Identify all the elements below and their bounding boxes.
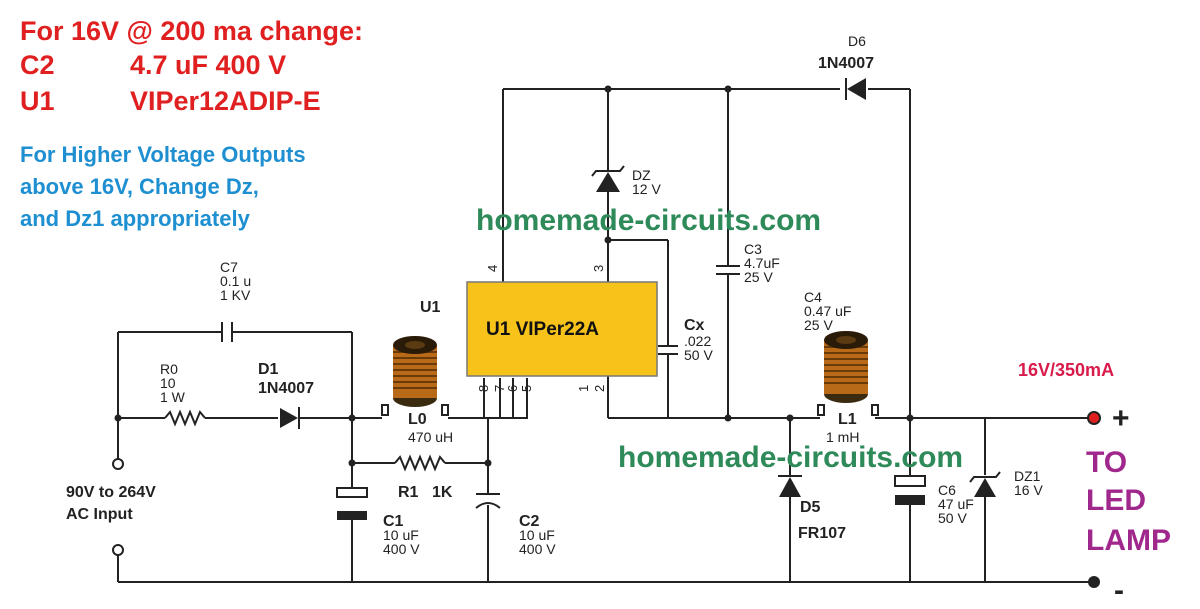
ic-pin-2: 2 — [592, 385, 607, 392]
d5-ref: D5 — [800, 499, 821, 516]
ic-pin-4: 4 — [485, 265, 500, 272]
capacitor-c4-label: C4 0.47 uF 25 V — [804, 289, 851, 333]
output-rating: 16V/350mA — [1018, 360, 1114, 380]
cx-ref: Cx — [684, 317, 705, 334]
output-to: TO — [1086, 446, 1127, 479]
input-type: AC Input — [66, 506, 133, 523]
diode-d1: D1 1N4007 — [258, 361, 314, 429]
capacitor-c3: C3 4.7uF 25 V — [716, 241, 780, 285]
c2-voltage: 400 V — [519, 541, 556, 557]
wires — [117, 88, 1090, 583]
c6-ref: C6 — [938, 482, 956, 498]
ic-pin-3: 3 — [591, 265, 606, 272]
c7-value: 0.1 u — [220, 273, 251, 289]
capacitor-cx: Cx .022 50 V — [658, 317, 713, 363]
capacitor-c6: C6 47 uF 50 V — [894, 475, 974, 526]
header-c2-value: 4.7 uF 400 V — [130, 50, 286, 80]
c7-ref: C7 — [220, 259, 238, 275]
diode-d6: D6 1N4007 — [818, 33, 874, 100]
l0-value: 470 uH — [408, 429, 453, 445]
c1-value: 10 uF — [383, 527, 419, 543]
junction-dots — [114, 85, 914, 467]
output-plus: + — [1112, 402, 1130, 435]
input-voltage-range: 90V to 264V — [66, 484, 156, 501]
c1-voltage: 400 V — [383, 541, 420, 557]
d6-ref: D6 — [848, 33, 866, 49]
l0-ref: L0 — [408, 411, 427, 428]
c2-ref: C2 — [519, 513, 540, 530]
inductor-l1: L1 1 mH — [817, 331, 879, 445]
d6-part: 1N4007 — [818, 55, 874, 72]
ic-pin-6: 6 — [505, 385, 520, 392]
capacitor-c1: C1 10 uF 400 V — [336, 487, 420, 557]
capacitor-c2: C2 10 uF 400 V — [475, 493, 556, 557]
note-line1: For Higher Voltage Outputs — [20, 142, 306, 167]
c2-value: 10 uF — [519, 527, 555, 543]
header-line1: For 16V @ 200 ma change: — [20, 16, 363, 46]
zener-dz: DZ 12 V — [591, 165, 661, 197]
c4-ref: C4 — [804, 289, 822, 305]
note-line3: and Dz1 appropriately — [20, 206, 251, 231]
c1-ref: C1 — [383, 513, 404, 530]
output-lamp: LAMP — [1086, 524, 1171, 557]
resistor-r0: R0 10 1 W — [160, 361, 206, 427]
r0-power: 1 W — [160, 389, 186, 405]
l1-value: 1 mH — [826, 429, 859, 445]
u1-coil-label: U1 — [420, 299, 441, 316]
dz-value: 12 V — [632, 181, 661, 197]
r0-value: 10 — [160, 375, 176, 391]
l1-ref: L1 — [838, 411, 857, 428]
d1-ref: D1 — [258, 361, 279, 378]
ic-label: U1 VIPer22A — [486, 319, 599, 340]
c3-voltage: 25 V — [744, 269, 773, 285]
output-minus: - — [1114, 574, 1124, 604]
diode-d5: D5 FR107 — [778, 475, 846, 542]
d1-part: 1N4007 — [258, 380, 314, 397]
c3-ref: C3 — [744, 241, 762, 257]
resistor-r1: R1 1K — [394, 454, 453, 501]
ic-viper22a: U1 VIPer22A 4 3 8 7 6 5 1 2 — [466, 265, 658, 392]
zener-dz1: DZ1 16 V — [969, 468, 1043, 498]
c7-voltage: 1 KV — [220, 287, 251, 303]
header-u1-ref: U1 — [20, 86, 55, 116]
c4-value: 0.47 uF — [804, 303, 851, 319]
cx-value: .022 — [684, 333, 711, 349]
dz1-ref: DZ1 — [1014, 468, 1041, 484]
c6-voltage: 50 V — [938, 510, 967, 526]
r0-ref: R0 — [160, 361, 178, 377]
r1-ref: R1 — [398, 484, 419, 501]
dz1-value: 16 V — [1014, 482, 1043, 498]
ic-pin-1: 1 — [576, 385, 591, 392]
ic-pin-5: 5 — [519, 385, 534, 392]
c6-value: 47 uF — [938, 496, 974, 512]
cx-voltage: 50 V — [684, 347, 713, 363]
watermark-bottom: homemade-circuits.com — [618, 441, 963, 474]
capacitor-c7: C7 0.1 u 1 KV — [220, 259, 251, 342]
ic-pin-7: 7 — [492, 385, 507, 392]
note-line2: above 16V, Change Dz, — [20, 174, 259, 199]
d5-part: FR107 — [798, 525, 846, 542]
header-u1-value: VIPer12ADIP-E — [130, 86, 321, 116]
watermark-top: homemade-circuits.com — [476, 204, 821, 237]
r1-value: 1K — [432, 484, 453, 501]
output-terminals: 16V/350mA + - TO LED LAMP — [1018, 360, 1171, 607]
c3-value: 4.7uF — [744, 255, 780, 271]
ic-pin-8: 8 — [476, 385, 491, 392]
dz-ref: DZ — [632, 167, 651, 183]
output-led: LED — [1086, 484, 1146, 517]
ac-input-terminals: 90V to 264V AC Input — [66, 458, 156, 556]
inductor-l0: U1 L0 470 uH — [381, 299, 453, 445]
header-c2-ref: C2 — [20, 50, 55, 80]
c4-voltage: 25 V — [804, 317, 833, 333]
